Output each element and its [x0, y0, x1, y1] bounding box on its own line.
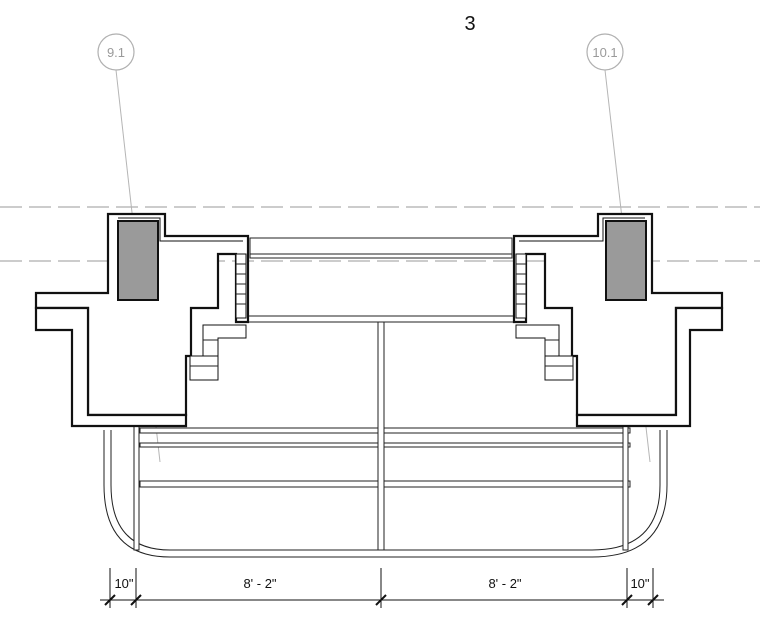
grid-bubble-left: 9.1 [97, 33, 135, 71]
horizontal-members [139, 237, 631, 488]
svg-text:10.1: 10.1 [592, 45, 617, 60]
svg-text:9.1: 9.1 [107, 45, 125, 60]
view-number: 3 [464, 13, 475, 35]
left-wall [34, 212, 250, 428]
column-left [117, 220, 159, 301]
right-wall [512, 212, 724, 428]
dim-label-left-8ft2in: 8' - 2" [243, 576, 276, 591]
dim-label-left-10in: 10" [114, 576, 133, 591]
dim-label-right-10in: 10" [630, 576, 649, 591]
dimension-string [100, 568, 664, 608]
dim-label-right-8ft2in: 8' - 2" [488, 576, 521, 591]
column-right [605, 220, 647, 301]
lower-basin [103, 430, 668, 558]
grid-bubble-right: 10.1 [586, 33, 624, 71]
